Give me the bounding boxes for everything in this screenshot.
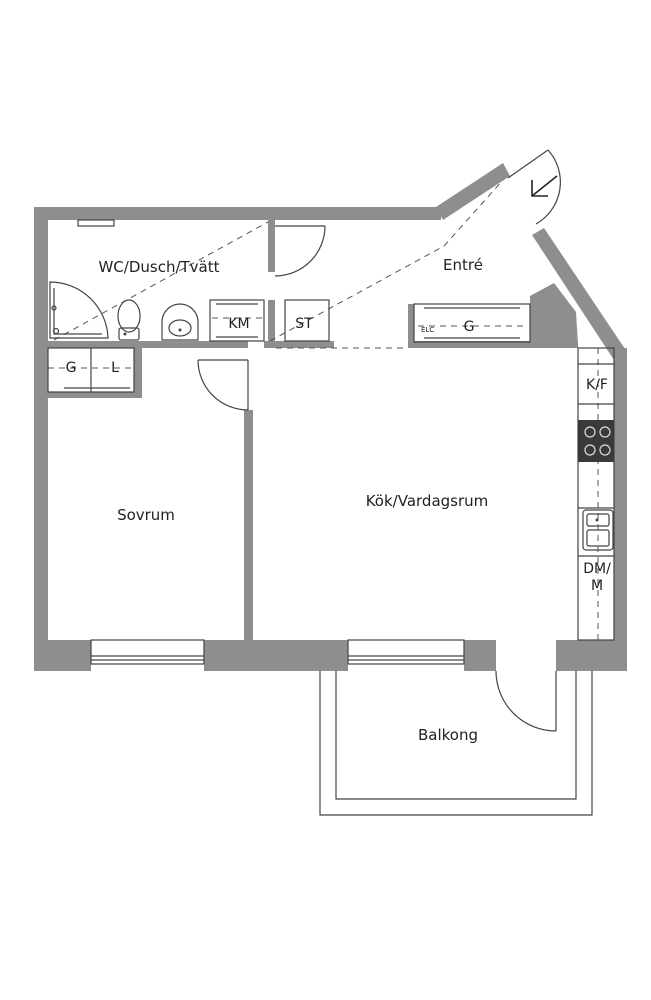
fixture-label-g-entre: G (464, 319, 475, 335)
interior-walls (40, 220, 578, 644)
doors (197, 149, 561, 732)
fixture-label-elc: ELC (421, 326, 434, 334)
exterior-walls (34, 163, 627, 671)
room-label-balkong: Balkong (418, 726, 478, 744)
windows (77, 219, 465, 665)
fixture-label-dm: DM/ (583, 561, 611, 577)
fixture-outlines (47, 299, 615, 641)
fixture-label-km: KM (228, 316, 249, 332)
toilet-icon (117, 299, 141, 341)
balcony (319, 671, 593, 816)
fixture-label-kf: K/F (586, 377, 608, 393)
room-label-sovrum: Sovrum (117, 506, 175, 524)
room-label-entre: Entré (443, 256, 483, 274)
stove-icon (578, 420, 614, 462)
dashed-lines (48, 179, 599, 640)
room-label-kok: Kök/Vardagsrum (366, 492, 489, 510)
fixture-label-l-closet: L (111, 360, 119, 376)
entrance-arrow-icon (531, 175, 558, 197)
fixture-label-m: M (591, 578, 603, 594)
washbasin-icon (161, 303, 199, 341)
fixture-label-st: ST (295, 316, 313, 332)
fixture-label-g-closet: G (66, 360, 77, 376)
shower-icon (49, 281, 109, 339)
sink-icon (582, 509, 614, 551)
room-label-wc: WC/Dusch/Tvätt (98, 258, 219, 276)
